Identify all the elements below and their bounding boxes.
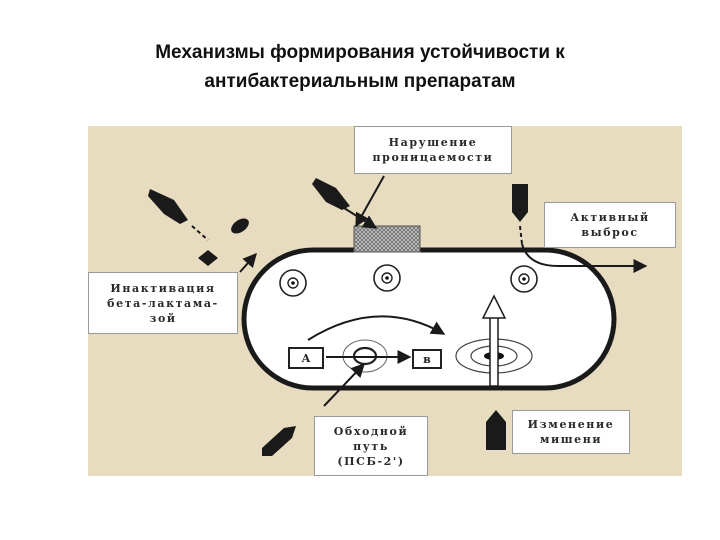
label-bypass-line-1: Обходной	[333, 424, 409, 438]
title-line-1: Механизмы формирования устойчивости к	[155, 42, 565, 63]
bypass-curve-arrow	[307, 315, 446, 341]
antibiotic-entry-dashed	[191, 225, 209, 241]
bacterial-cell	[241, 247, 617, 391]
label-target-line-2: мишени	[539, 433, 603, 446]
label-inactivation-line-3: зой	[149, 311, 177, 325]
label-permeability-line-2: проницаемости	[372, 151, 494, 164]
page-title: Механизмы формирования устойчивости к ан…	[0, 38, 720, 96]
target-receptor-3	[510, 265, 538, 293]
label-bypass-line-2: путь	[353, 439, 389, 453]
label-inactivation-line-2: бета-лактама-	[107, 296, 219, 310]
label-target-line-1: Изменение	[527, 418, 615, 431]
porin-entry-arrow	[343, 207, 378, 229]
label-permeability: Нарушение проницаемости	[354, 126, 512, 174]
antibiotic-molecule-4	[262, 426, 296, 456]
label-efflux-line-2: выброс	[581, 226, 639, 239]
label-inactivation-line-1: Инактивация	[110, 281, 216, 295]
target-receptor-2	[373, 264, 401, 292]
target-receptor-1	[279, 269, 307, 297]
pathway-end-box: в	[412, 349, 442, 369]
target-change-arrow	[481, 294, 507, 387]
efflux-dashed-line	[519, 225, 523, 245]
label-inactivation: Инактивация бета-лактама- зой	[88, 272, 238, 334]
label-efflux: Активный выброс	[544, 202, 676, 248]
antibiotic-molecule-3	[512, 184, 528, 222]
title-line-2: антибактериальным препаратам	[204, 71, 516, 92]
antibiotic-molecule-2	[312, 178, 350, 210]
inactivation-arrow	[239, 252, 257, 273]
efflux-arrow	[521, 243, 648, 273]
label-target-change: Изменение мишени	[512, 410, 630, 454]
label-efflux-line-1: Активный	[570, 211, 650, 224]
inactivated-fragment-oval	[231, 218, 249, 234]
antibiotic-molecule-5	[486, 410, 506, 450]
pathway-start-box: А	[288, 347, 324, 369]
bypass-entry-arrow	[323, 362, 365, 407]
diagram-drawing	[148, 175, 648, 456]
label-permeability-line-1: Нарушение	[388, 136, 478, 149]
label-bypass: Обходной путь (ПСБ-2')	[314, 416, 428, 476]
porin-channel	[353, 225, 421, 253]
label-bypass-line-3: (ПСБ-2')	[337, 454, 405, 468]
inactivated-fragment-diamond	[198, 250, 218, 266]
antibiotic-molecule-1	[148, 189, 188, 224]
resistance-mechanisms-diagram: Нарушение проницаемости Активный выброс …	[88, 126, 682, 476]
